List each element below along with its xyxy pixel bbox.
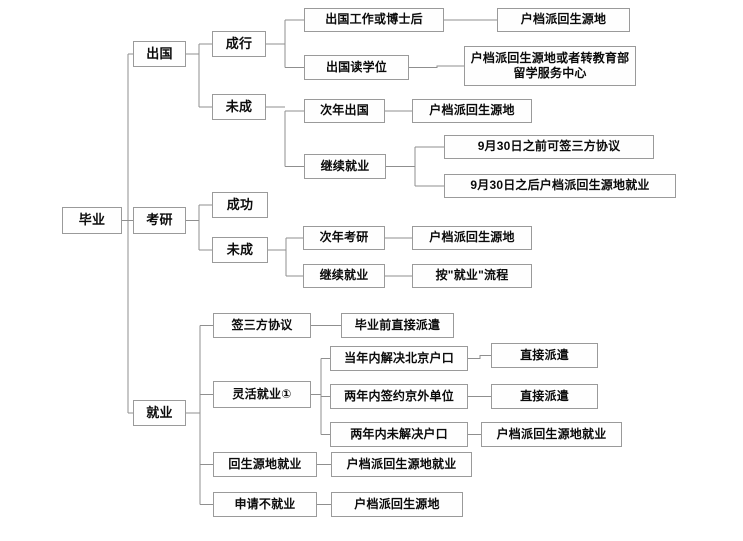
node-qian-sanfang: 签三方协议 [213, 313, 311, 338]
node-chengxing: 成行 [212, 31, 266, 57]
node-chuguo: 出国 [133, 41, 186, 67]
node-zhijie-paiqian-1: 直接派遣 [491, 343, 598, 368]
node-hudang-4: 户档派回生源地 [331, 492, 463, 517]
node-hudang-2: 户档派回生源地 [412, 99, 532, 123]
connector-chengxing [266, 19, 304, 68]
node-hui-shengyuandi: 回生源地就业 [213, 452, 317, 477]
connector-kaoyan [186, 204, 212, 251]
connector-weicheng2 [268, 237, 303, 277]
node-qian-before930: 9月30日之前可签三方协议 [444, 135, 654, 159]
connector-jixu-jiuye-1 [386, 146, 444, 187]
node-zhijie-paiqian-2: 直接派遣 [491, 384, 598, 409]
node-chuguo-gongzuo: 出国工作或博士后 [304, 8, 444, 32]
connector-dangnian-hukou [468, 355, 491, 359]
node-biye-qian-paiqian: 毕业前直接派遣 [341, 313, 454, 338]
node-liangnian-wujue: 两年内未解决户口 [330, 422, 468, 447]
node-chenggong: 成功 [212, 192, 268, 218]
node-weicheng1: 未成 [212, 94, 266, 120]
node-hudang-3: 户档派回生源地 [412, 226, 532, 250]
connector-chuguo [186, 43, 212, 108]
node-hudang-jiuye-2: 户档派回生源地就业 [331, 452, 472, 477]
node-dangnian-hukou: 当年内解决北京户口 [330, 346, 468, 371]
node-biye: 毕业 [62, 207, 122, 234]
node-jixu-jiuye-2: 继续就业 [303, 264, 385, 288]
node-liangnian-jingwai: 两年内签约京外单位 [330, 384, 468, 409]
connector-weicheng1 [266, 106, 304, 167]
node-jiuye: 就业 [133, 400, 186, 426]
node-linghuo-jiuye: 灵活就业① [213, 381, 311, 408]
connector-linghuo-jiuye [311, 358, 330, 435]
node-chuguo-duxuewei: 出国读学位 [304, 55, 409, 80]
connector-biye [122, 53, 133, 414]
node-hudang-1: 户档派回生源地 [497, 8, 630, 32]
node-cinian-chuguo: 次年出国 [304, 99, 385, 123]
node-an-jiuye-flow: 按"就业"流程 [412, 264, 532, 288]
node-cinian-kaoyan: 次年考研 [303, 226, 385, 250]
node-shenqing-bujiuye: 申请不就业 [213, 492, 317, 517]
connector-chuguo-duxuewei [409, 65, 464, 68]
node-hudang-jiuye-1: 户档派回生源地就业 [481, 422, 622, 447]
node-weicheng2: 未成 [212, 237, 268, 263]
node-after930: 9月30日之后户档派回生源地就业 [444, 174, 676, 198]
connector-jiuye [186, 325, 213, 505]
node-kaoyan: 考研 [133, 207, 186, 234]
node-jixu-jiuye-1: 继续就业 [304, 154, 386, 179]
node-hudang-jiaoyubu: 户档派回生源地或者转教育部 留学服务中心 [464, 46, 636, 86]
